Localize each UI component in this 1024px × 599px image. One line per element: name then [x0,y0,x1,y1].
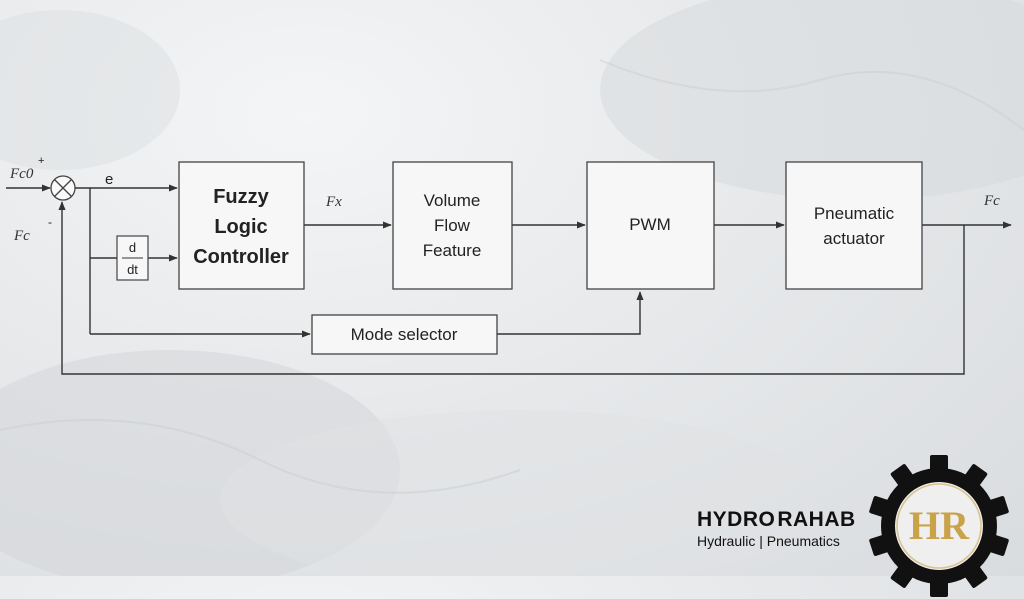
derivative-block: d dt [116,235,149,281]
block-diagram: Fuzzy Logic Controller Volume Flow Featu… [6,155,1012,375]
brand-name-part1: HYDRO [697,508,776,531]
brand-name: HYDRORAHAB [697,508,856,532]
svg-text:Pneumatic: Pneumatic [814,204,895,223]
brand-name-part2: RAHAB [777,508,856,531]
brand-block: HYDRORAHAB Hydraulic | Pneumatics [697,508,856,550]
svg-text:Logic: Logic [214,216,267,238]
signal-lines [6,184,1012,375]
fx-label: Fx [325,194,342,210]
volume-flow-feature-block: Volume Flow Feature [392,161,513,290]
svg-text:Fuzzy: Fuzzy [213,186,269,208]
error-label: e [105,171,113,188]
output-label: Fc [983,193,1000,209]
svg-text:PWM: PWM [629,215,671,234]
fuzzy-logic-controller-block: Fuzzy Logic Controller [178,161,305,290]
gear-logo-icon: HR [869,455,1009,597]
input-reference-label: Fc0 [9,166,34,182]
summing-junction [50,175,76,201]
background-texture [0,0,1024,576]
pwm-block: PWM [586,161,715,290]
svg-text:Feature: Feature [423,241,482,260]
svg-text:d: d [129,240,136,255]
brand-tagline: Hydraulic | Pneumatics [697,533,840,549]
minus-sign: - [48,215,52,229]
logo-letters: HR [909,503,970,548]
feedback-label: Fc [13,228,30,244]
feedback-line [58,201,965,375]
svg-text:Volume: Volume [424,191,481,210]
svg-text:Mode selector: Mode selector [351,325,458,344]
svg-text:Flow: Flow [434,216,471,235]
svg-text:dt: dt [127,262,138,277]
svg-text:actuator: actuator [823,229,885,248]
mode-selector-block: Mode selector [311,314,498,355]
svg-text:Controller: Controller [193,246,289,268]
mode-pwm-line [497,291,644,335]
pneumatic-actuator-block: Pneumatic actuator [785,161,923,290]
plus-sign: + [38,155,44,167]
